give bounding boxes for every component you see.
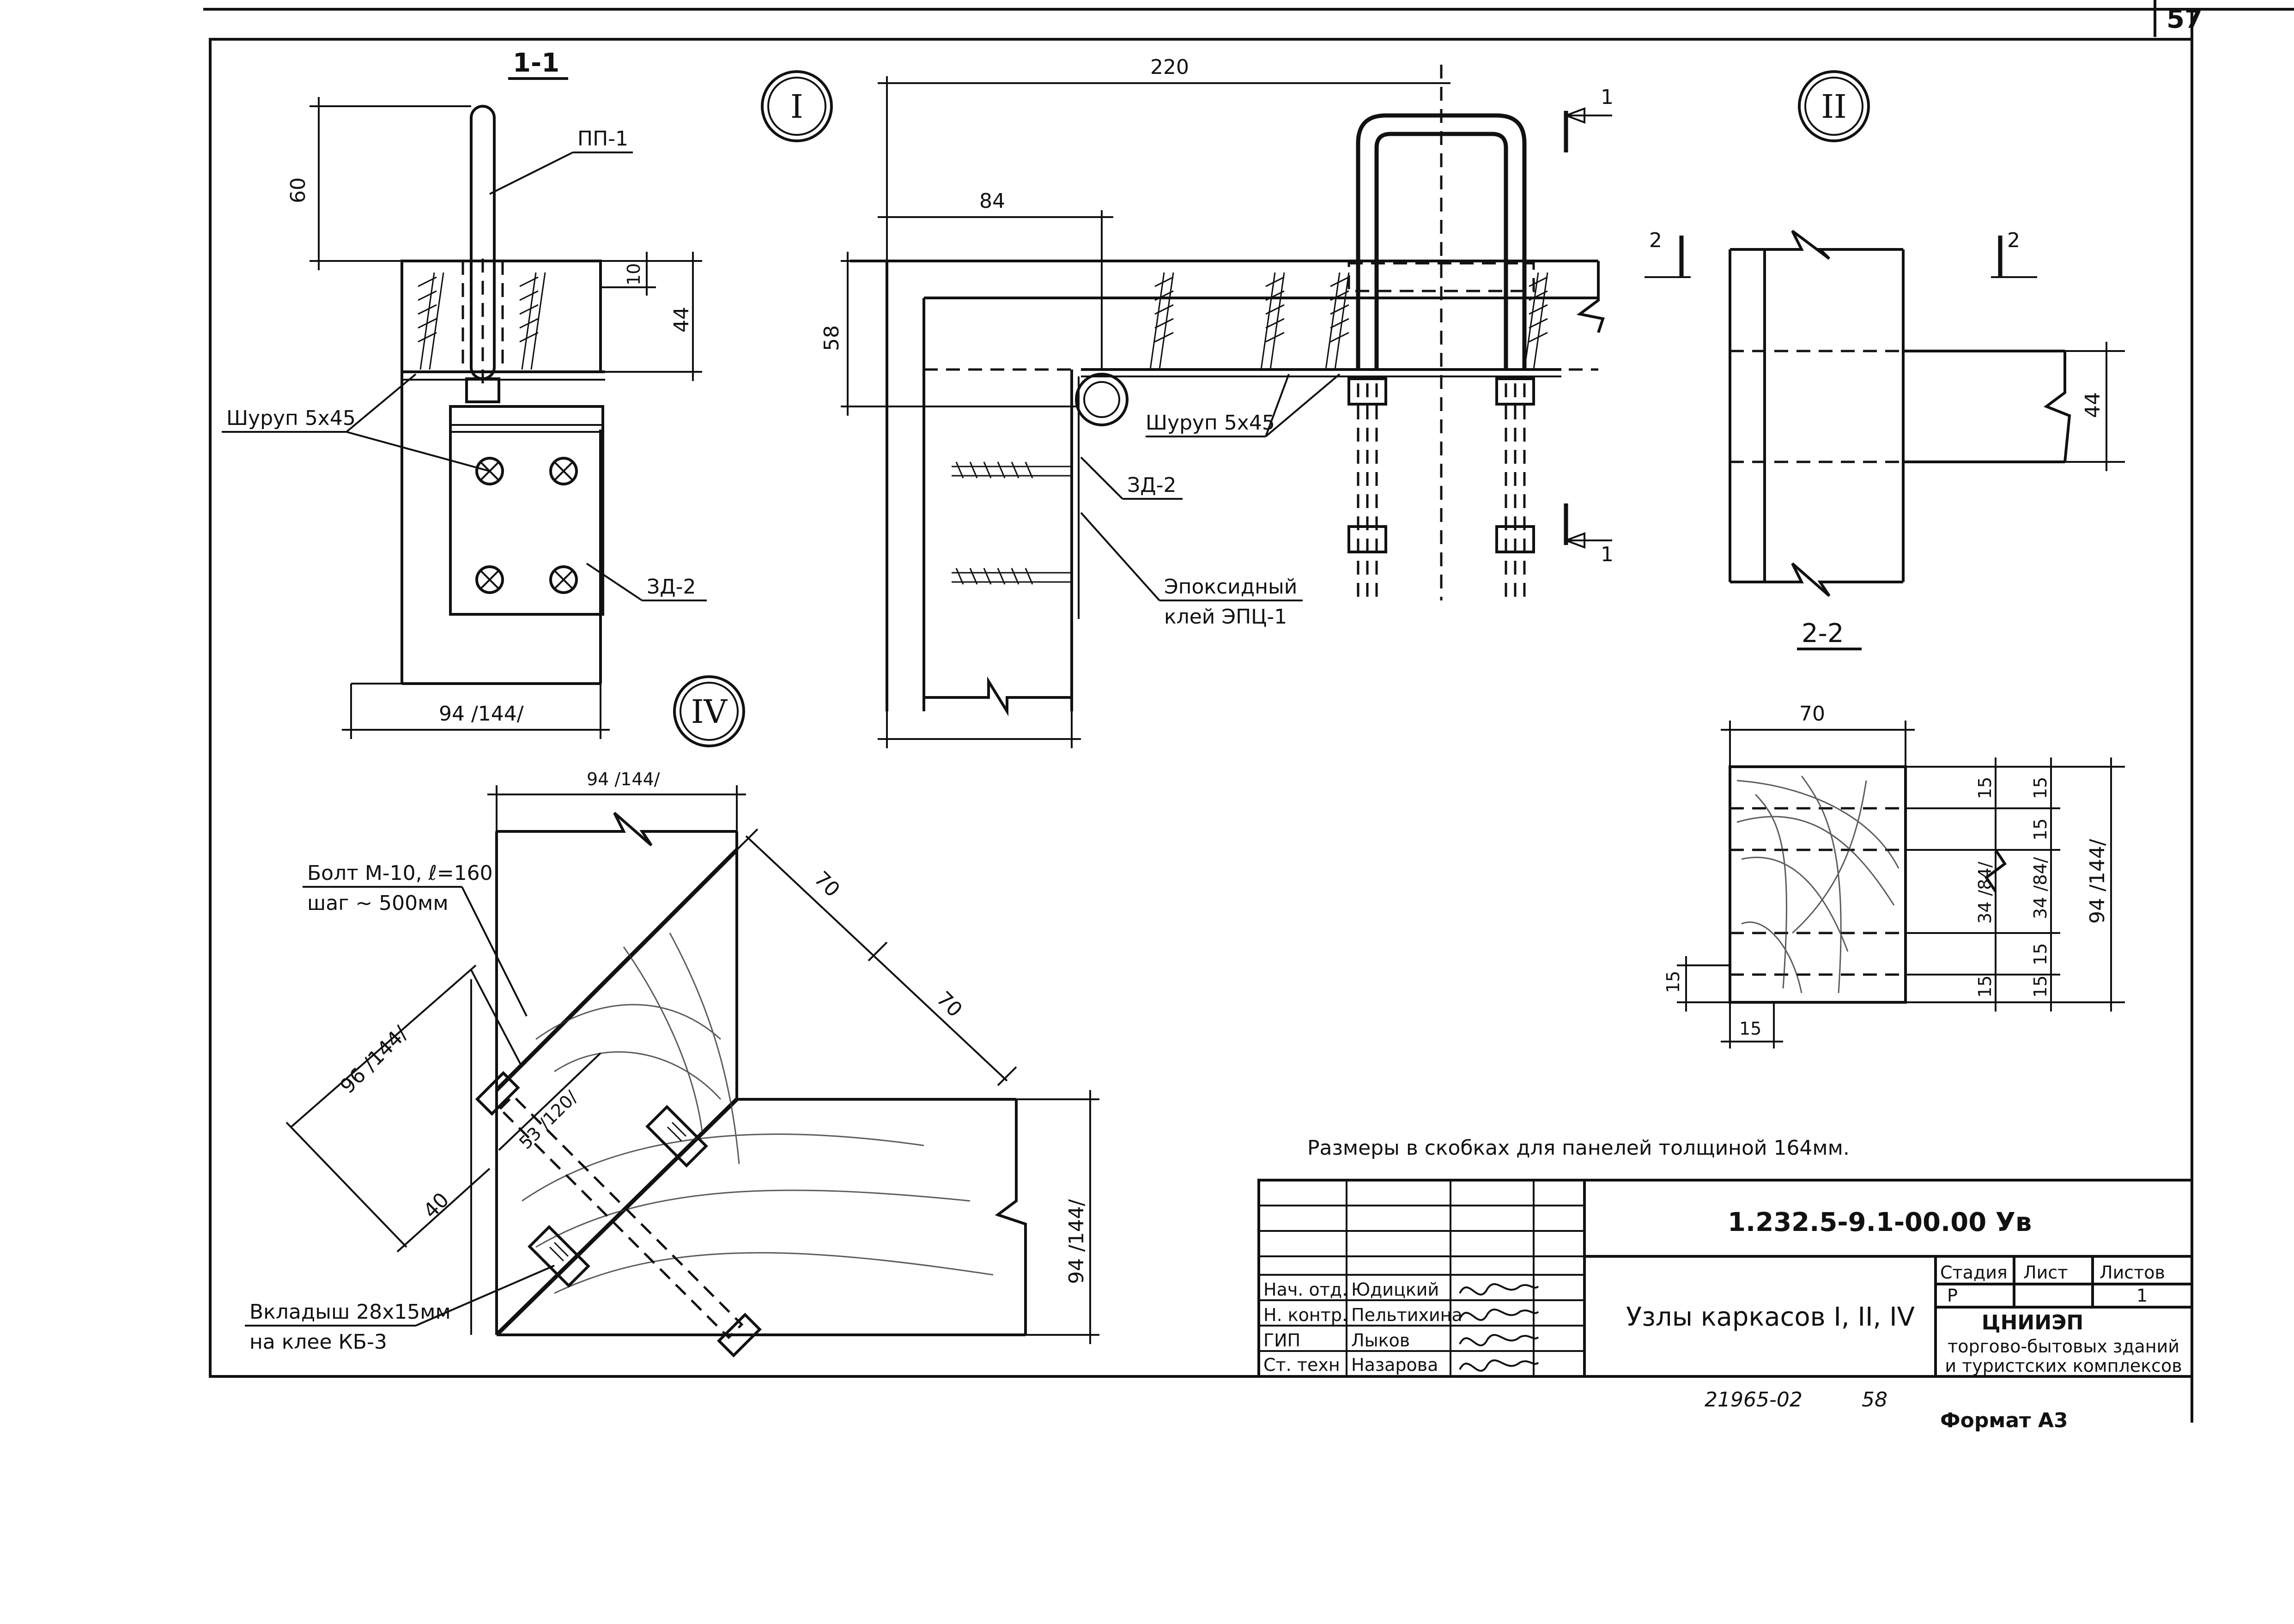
org-line-2: торгово-бытовых зданий [1948,1336,2179,1357]
svg-text:IV: IV [691,693,728,731]
label-insert-1: Вкладыш 28x15мм [249,1300,451,1324]
dim-15-r2: 15 [2030,818,2051,841]
dim-70-b: 70 [809,867,844,902]
dimensions-note: Размеры в скобках для панелей толщиной 1… [1307,1136,1850,1160]
role-3: ГИП [1263,1330,1300,1351]
sheets-value: 1 [2136,1285,2148,1306]
dim-96-144: 96 /144/ [336,1022,413,1098]
label-epoxy-2: клей ЭПЦ-1 [1164,605,1287,629]
dim-58: 58 [820,325,844,351]
dim-94-144-r: 94 /144/ [2086,839,2109,924]
label-epoxy-1: Эпоксидный [1164,575,1297,599]
role-2: Н. контр. [1263,1305,1347,1325]
role-4: Ст. техн [1263,1355,1340,1375]
node-I-view: 220 84 58 1 1 Шуруп 5x45 ЗД-2 Эпоксидный [820,55,1614,748]
label-screw-a: Шуруп 5x45 [226,406,356,430]
dim-15-l: 15 [1663,971,1683,993]
plate-holes [475,457,578,594]
section-mark-1-bottom: 1 [1601,543,1614,566]
dim-34-84-r: 34 /84/ [2030,857,2051,919]
label-screw-b: Шуруп 5x45 [1146,411,1275,435]
dim-15-m1: 15 [1975,777,1995,799]
dim-34-84-m: 34 /84/ [1975,861,1995,924]
dim-220: 220 [1150,55,1189,79]
dim-44: 44 [670,307,693,333]
name-3: Лыков [1351,1330,1410,1351]
node-II-marker: II [1798,70,1870,142]
dim-94-144-b: 94 /144/ [587,769,660,789]
dim-60: 60 [286,177,310,203]
node-IV-marker: IV [673,675,745,747]
section-1-1-view: 1-1 [222,48,707,739]
dim-94-144-a: 94 /144/ [439,702,524,726]
label-pp1: ПП-1 [577,127,628,151]
role-1: Нач. отд. [1263,1279,1347,1300]
svg-text:II: II [1821,88,1846,126]
dim-15-m2: 15 [1975,976,1995,998]
section-1-1-title: 1-1 [513,48,559,78]
label-insert-2: на клее КБ-3 [249,1330,387,1354]
org-line-1: ЦНИИЭП [1982,1311,2083,1334]
section-2-2-view: 70 15 15 34 /84/ 15 15 15 34 /84/ 15 94 … [1663,702,2125,1048]
dim-44-b: 44 [2081,392,2105,418]
name-2: Пельтихина [1351,1305,1463,1325]
inventory-number: 21965-02 [1705,1388,1802,1412]
name-1: Юдицкий [1351,1279,1439,1300]
sheets-header: Листов [2100,1262,2165,1283]
label-zd2-a: ЗД-2 [647,575,696,599]
signatures [1459,1283,1539,1372]
dim-10: 10 [624,263,644,285]
sheet-header: Лист [2023,1262,2068,1283]
label-bolt-2: шаг ~ 500мм [307,891,449,915]
format-label: Формат А3 [1940,1409,2068,1432]
stage-value: Р [1947,1285,1958,1306]
org-line-3: и туристских комплексов [1945,1356,2182,1376]
name-4: Назарова [1351,1355,1438,1375]
drawing-title: Узлы каркасов I, II, IV [1626,1302,1915,1332]
node-IV-view: 94 /144/ 70 70 96 /144/ 40 53 /120/ 94 /… [245,769,1099,1357]
dim-15-r1: 15 [2030,777,2051,799]
page-number: 58 [1862,1388,1887,1412]
section-mark-2-left: 2 [1649,229,1662,252]
dim-15-r3: 15 [2030,943,2051,965]
dim-15-r4: 15 [2030,976,2051,998]
section-mark-2-right: 2 [2007,229,2020,252]
dim-84: 84 [979,189,1005,213]
node-I-marker: I [761,70,833,142]
document-code: 1.232.5-9.1-00.00 Ув [1728,1207,2032,1237]
dim-94-144-c: 94 /144/ [1065,1199,1088,1284]
label-bolt-1: Болт М-10, ℓ=160 [307,861,493,885]
node-II-view: 44 2 2 2-2 [1645,229,2125,650]
section-2-2-title: 2-2 [1802,618,1844,648]
sheet-number: 57 [2167,4,2203,34]
dim-40: 40 [419,1188,454,1223]
label-zd2-b: ЗД-2 [1127,473,1176,497]
title-block: 1.232.5-9.1-00.00 Ув Нач. отд. Юдицкий Н… [1257,1179,2193,1378]
svg-text:I: I [790,88,803,126]
dim-53-120: 53 /120/ [515,1087,581,1153]
dim-15-b: 15 [1739,1018,1761,1039]
stage-header: Стадия [1940,1262,2008,1283]
dim-70-c: 70 [932,987,967,1022]
section-mark-1-top: 1 [1601,85,1614,109]
dim-70-a: 70 [1799,702,1825,726]
